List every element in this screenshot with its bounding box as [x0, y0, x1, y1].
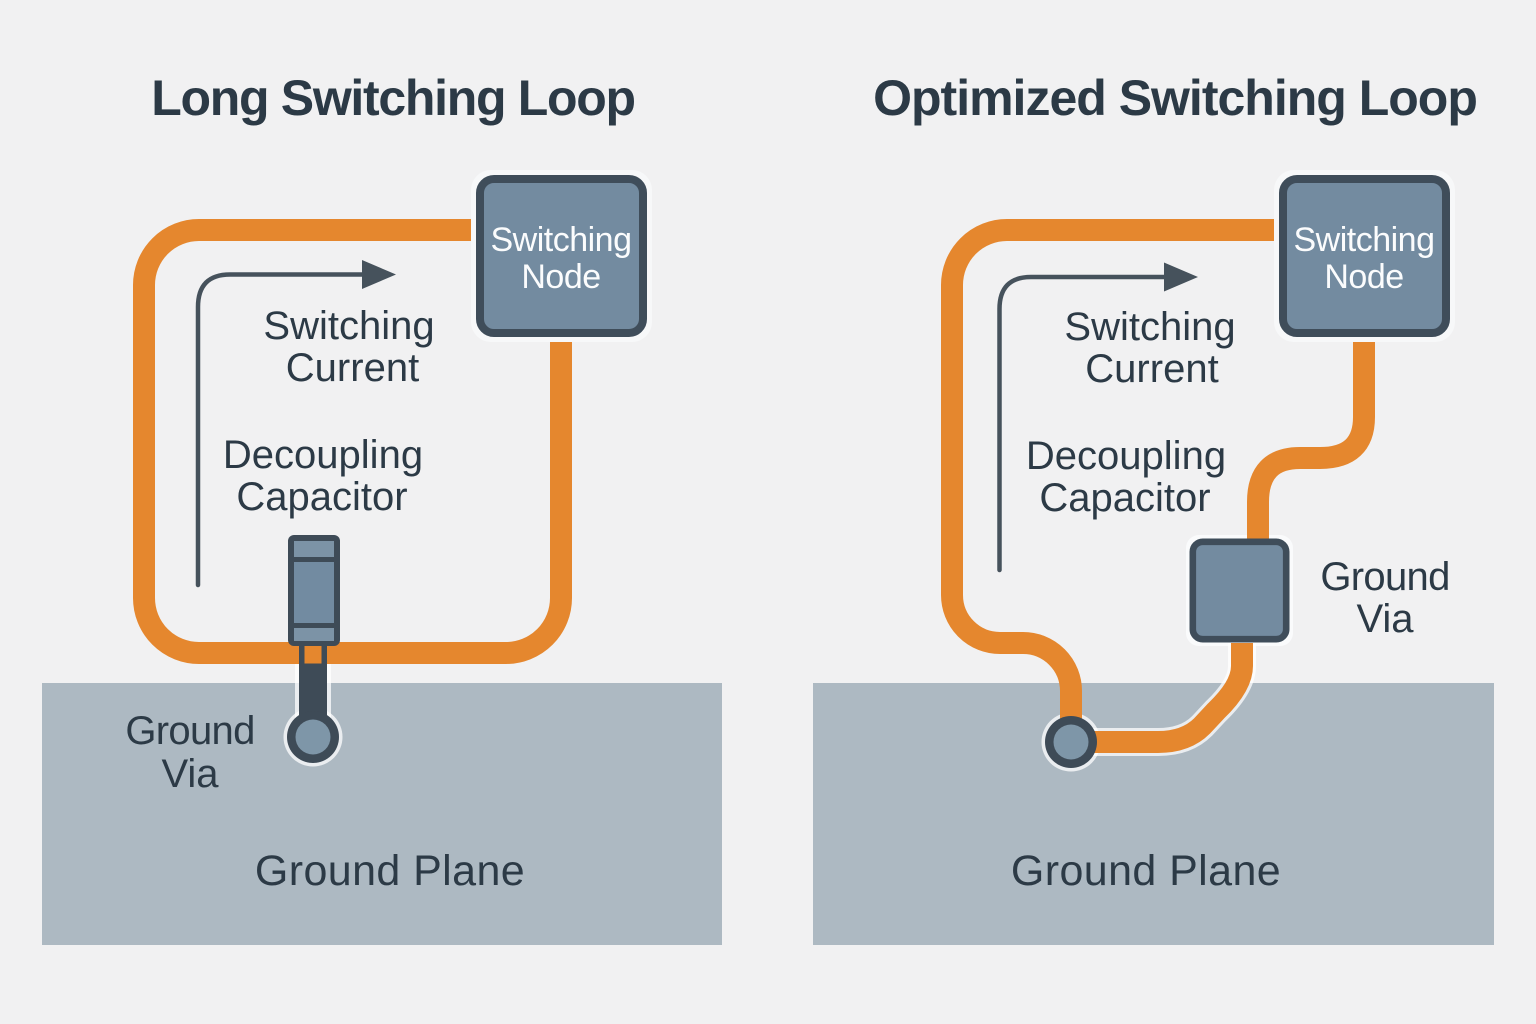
svg-text:Switching: Switching: [1064, 305, 1235, 349]
svg-text:Ground Plane: Ground Plane: [255, 847, 525, 895]
svg-text:Decoupling: Decoupling: [223, 433, 423, 477]
svg-text:Node: Node: [1324, 258, 1403, 296]
svg-text:Ground: Ground: [1320, 555, 1449, 599]
svg-text:Ground Plane: Ground Plane: [1011, 847, 1281, 895]
svg-text:Long Switching Loop: Long Switching Loop: [151, 70, 635, 126]
svg-text:Ground: Ground: [125, 709, 254, 753]
svg-text:Current: Current: [1085, 347, 1218, 391]
svg-text:Capacitor: Capacitor: [236, 475, 407, 519]
svg-text:Switching: Switching: [1293, 221, 1434, 259]
svg-text:Current: Current: [286, 346, 419, 390]
svg-text:Via: Via: [161, 752, 219, 796]
svg-text:Node: Node: [521, 258, 600, 296]
svg-text:Switching: Switching: [490, 221, 631, 259]
svg-text:Switching: Switching: [263, 304, 434, 348]
svg-text:Capacitor: Capacitor: [1039, 476, 1210, 520]
svg-text:Via: Via: [1356, 597, 1414, 641]
svg-text:Optimized Switching Loop: Optimized Switching Loop: [873, 70, 1477, 126]
svg-text:Decoupling: Decoupling: [1026, 434, 1226, 478]
